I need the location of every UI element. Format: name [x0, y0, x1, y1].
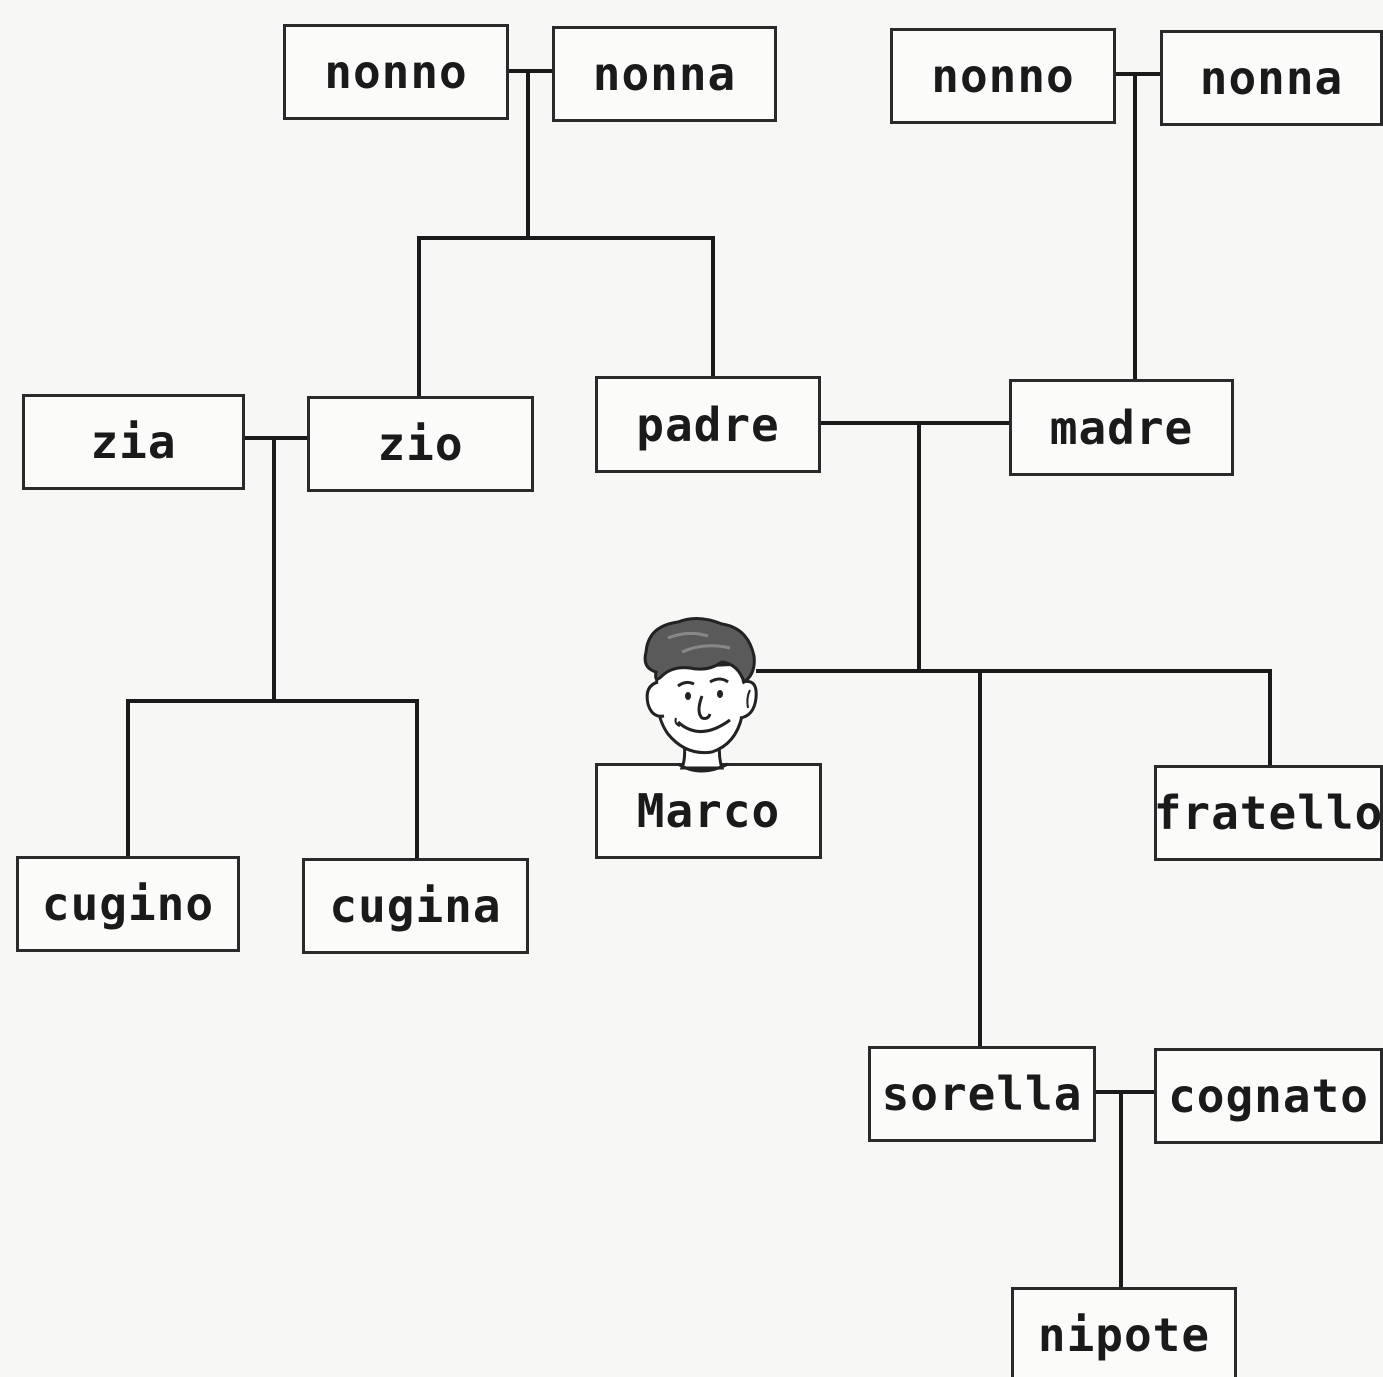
connector-line [1119, 1090, 1123, 1288]
connector-line [419, 236, 715, 240]
node-maternal-grandmother: nonna [1160, 30, 1383, 126]
connector-line [508, 69, 554, 73]
connector-line [1268, 669, 1272, 766]
node-sister: sorella [868, 1046, 1096, 1142]
node-paternal-grandmother: nonna [552, 26, 777, 122]
node-male-cousin: cugino [16, 856, 240, 952]
node-brother-in-law: cognato [1154, 1048, 1383, 1144]
node-nephew: nipote [1011, 1287, 1237, 1377]
node-brother: fratello [1154, 765, 1383, 861]
connector-line [272, 436, 276, 699]
connector-line [526, 69, 530, 240]
node-female-cousin: cugina [302, 858, 529, 954]
node-paternal-grandfather: nonno [283, 24, 509, 120]
node-uncle: zio [307, 396, 534, 492]
connector-line [756, 669, 1272, 673]
connector-line [415, 699, 419, 859]
connector-line [1115, 72, 1162, 76]
connector-line [243, 436, 309, 440]
connector-line [978, 669, 982, 1047]
node-father: padre [595, 376, 821, 473]
connector-line [417, 236, 421, 396]
node-maternal-grandfather: nonno [890, 28, 1116, 124]
node-aunt: zia [22, 394, 245, 490]
node-self: Marco [595, 763, 822, 859]
connector-line [1133, 72, 1137, 380]
node-mother: madre [1009, 379, 1234, 476]
connector-line [126, 699, 130, 857]
connector-line [1094, 1090, 1156, 1094]
marco-portrait-icon [643, 617, 758, 773]
connector-line [917, 421, 921, 673]
connector-line [127, 699, 419, 703]
connector-line [820, 421, 1010, 425]
connector-line [711, 236, 715, 377]
